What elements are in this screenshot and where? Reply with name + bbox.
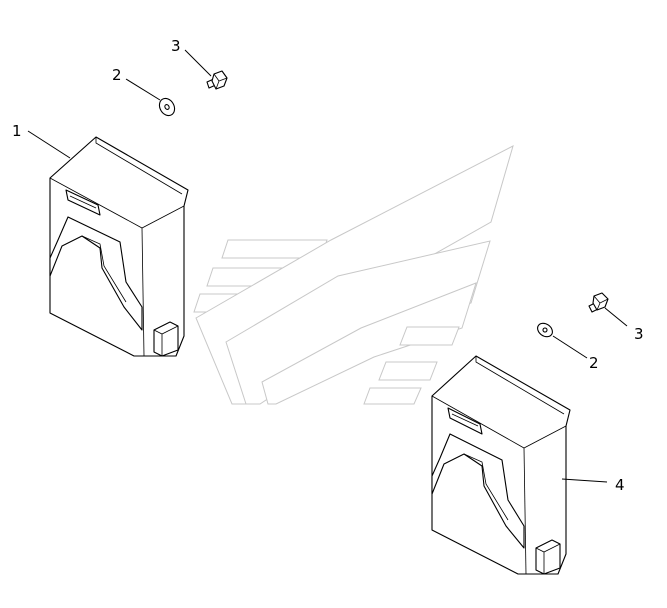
bolt-part-3-right	[588, 292, 609, 313]
leader-line-1	[27, 130, 71, 159]
callout-3-right: 3	[634, 325, 644, 343]
callout-2-right: 2	[589, 354, 599, 372]
washer-part-2-right	[537, 322, 553, 338]
leader-line-2b	[552, 335, 588, 359]
leader-line-3b	[604, 307, 628, 327]
housing-part-1	[49, 136, 189, 357]
bolt-part-3-top	[206, 70, 228, 90]
callout-4: 4	[615, 476, 625, 494]
housing-part-4	[431, 355, 571, 575]
callout-1: 1	[12, 122, 22, 140]
washer-part-2-top	[158, 97, 176, 117]
brand-logo-watermark	[193, 145, 514, 405]
leader-line-2a	[125, 78, 161, 101]
callout-3-top: 3	[171, 37, 181, 55]
callout-2-top: 2	[112, 66, 122, 84]
leader-line-3a	[184, 49, 212, 77]
leader-line-4	[561, 478, 608, 483]
